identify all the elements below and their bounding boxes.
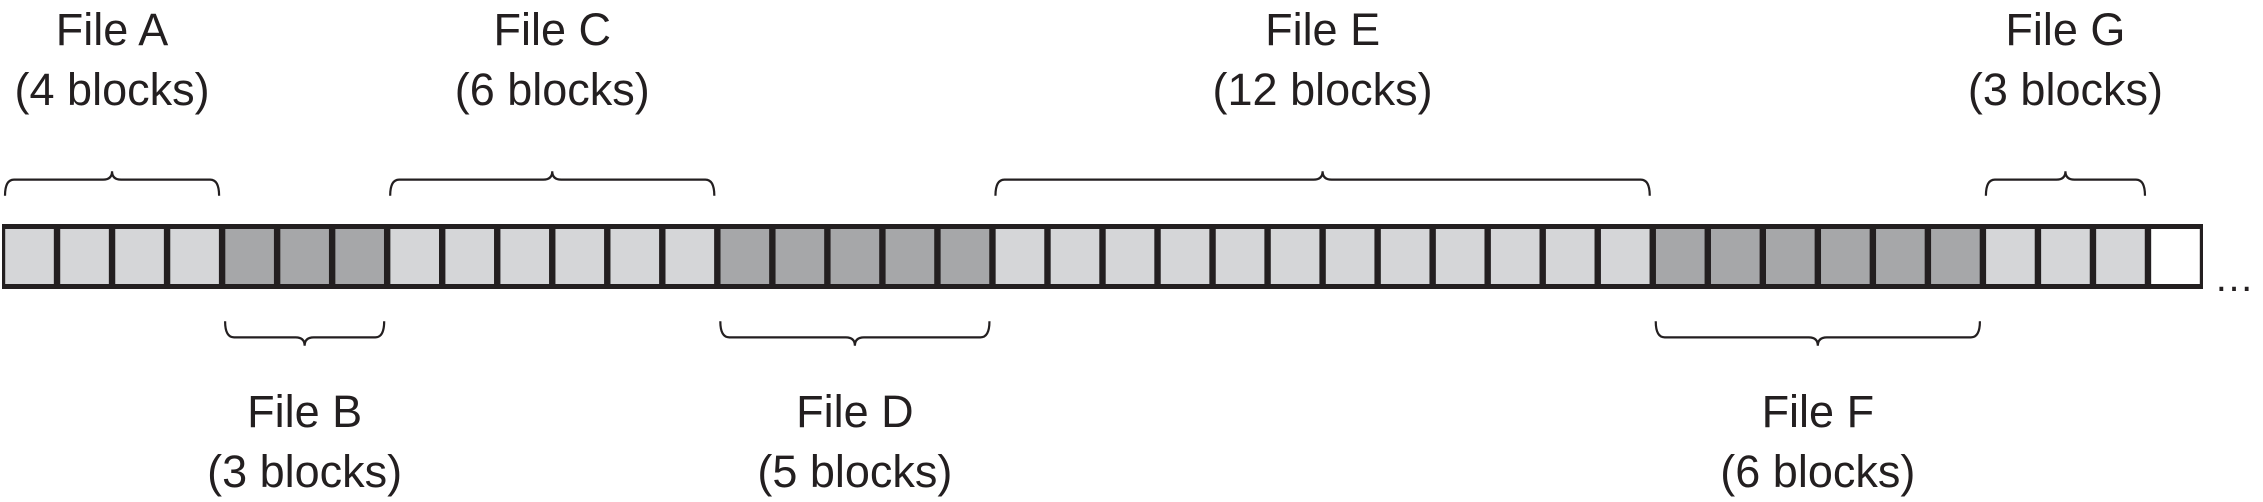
block-file-e-11 bbox=[1545, 229, 1595, 284]
file-g-size: (3 blocks) bbox=[1967, 64, 2163, 115]
block-file-e-9 bbox=[1435, 229, 1485, 284]
block-file-c-6 bbox=[665, 229, 715, 284]
brace-file-a bbox=[3, 171, 221, 196]
brace-file-b bbox=[224, 321, 386, 346]
block-file-d-1 bbox=[720, 229, 770, 284]
block-free-1 bbox=[2151, 229, 2200, 284]
block-file-d-2 bbox=[775, 229, 825, 284]
block-file-c-3 bbox=[500, 229, 550, 284]
block-file-f-2 bbox=[1710, 229, 1760, 284]
brace-file-e bbox=[994, 171, 1651, 196]
block-file-g-1 bbox=[1986, 229, 2035, 284]
block-file-d-4 bbox=[885, 229, 935, 284]
block-file-b-1 bbox=[225, 229, 274, 284]
block-file-a-4 bbox=[170, 229, 219, 284]
file-b-size: (3 blocks) bbox=[207, 446, 403, 497]
file-c-size: (6 blocks) bbox=[454, 64, 650, 115]
file-b-name: File B bbox=[247, 386, 363, 437]
block-file-e-2 bbox=[1050, 229, 1100, 284]
block-file-g-2 bbox=[2041, 229, 2090, 284]
file-c-label: File C (6 blocks) bbox=[402, 0, 702, 120]
file-e-size: (12 blocks) bbox=[1212, 64, 1433, 115]
block-file-f-4 bbox=[1821, 229, 1870, 284]
file-g-name: File G bbox=[2005, 4, 2126, 55]
block-file-c-4 bbox=[555, 229, 605, 284]
file-c-name: File C bbox=[493, 4, 611, 55]
block-file-g-3 bbox=[2096, 229, 2145, 284]
file-a-size: (4 blocks) bbox=[14, 64, 210, 115]
block-file-e-7 bbox=[1325, 229, 1375, 284]
file-g-label: File G (3 blocks) bbox=[1915, 0, 2215, 120]
block-file-a-3 bbox=[115, 229, 164, 284]
brace-file-g bbox=[1984, 171, 2147, 196]
block-file-c-5 bbox=[610, 229, 660, 284]
file-d-label: File D (5 blocks) bbox=[705, 382, 1005, 502]
file-a-name: File A bbox=[55, 4, 169, 55]
file-d-size: (5 blocks) bbox=[757, 446, 953, 497]
file-a-label: File A (4 blocks) bbox=[0, 0, 262, 120]
block-file-e-5 bbox=[1215, 229, 1265, 284]
block-file-e-1 bbox=[995, 229, 1045, 284]
brace-file-c bbox=[389, 171, 716, 196]
block-file-e-10 bbox=[1490, 229, 1540, 284]
block-file-e-8 bbox=[1380, 229, 1430, 284]
file-e-label: File E (12 blocks) bbox=[1173, 0, 1473, 120]
strip-frame bbox=[2, 224, 2203, 289]
block-file-c-2 bbox=[445, 229, 495, 284]
block-file-a-2 bbox=[60, 229, 109, 284]
block-file-d-5 bbox=[940, 229, 990, 284]
block-file-c-1 bbox=[390, 229, 439, 284]
continuation-ellipsis: … bbox=[2214, 256, 2254, 300]
block-file-e-3 bbox=[1105, 229, 1155, 284]
block-file-b-2 bbox=[280, 229, 329, 284]
block-file-e-12 bbox=[1600, 229, 1650, 284]
block-file-f-1 bbox=[1655, 229, 1705, 284]
brace-file-d bbox=[719, 321, 991, 346]
file-f-size: (6 blocks) bbox=[1720, 446, 1916, 497]
file-b-label: File B (3 blocks) bbox=[155, 382, 455, 502]
file-f-label: File F (6 blocks) bbox=[1668, 382, 1968, 502]
file-e-name: File E bbox=[1265, 4, 1381, 55]
block-file-f-3 bbox=[1766, 229, 1815, 284]
file-d-name: File D bbox=[796, 386, 914, 437]
block-file-f-6 bbox=[1931, 229, 1980, 284]
brace-file-f bbox=[1654, 321, 1981, 346]
block-file-d-3 bbox=[830, 229, 880, 284]
block-file-e-4 bbox=[1160, 229, 1210, 284]
file-f-name: File F bbox=[1761, 386, 1875, 437]
block-file-b-3 bbox=[335, 229, 384, 284]
block-file-f-5 bbox=[1876, 229, 1925, 284]
block-file-e-6 bbox=[1270, 229, 1320, 284]
block-file-a-1 bbox=[5, 229, 54, 284]
